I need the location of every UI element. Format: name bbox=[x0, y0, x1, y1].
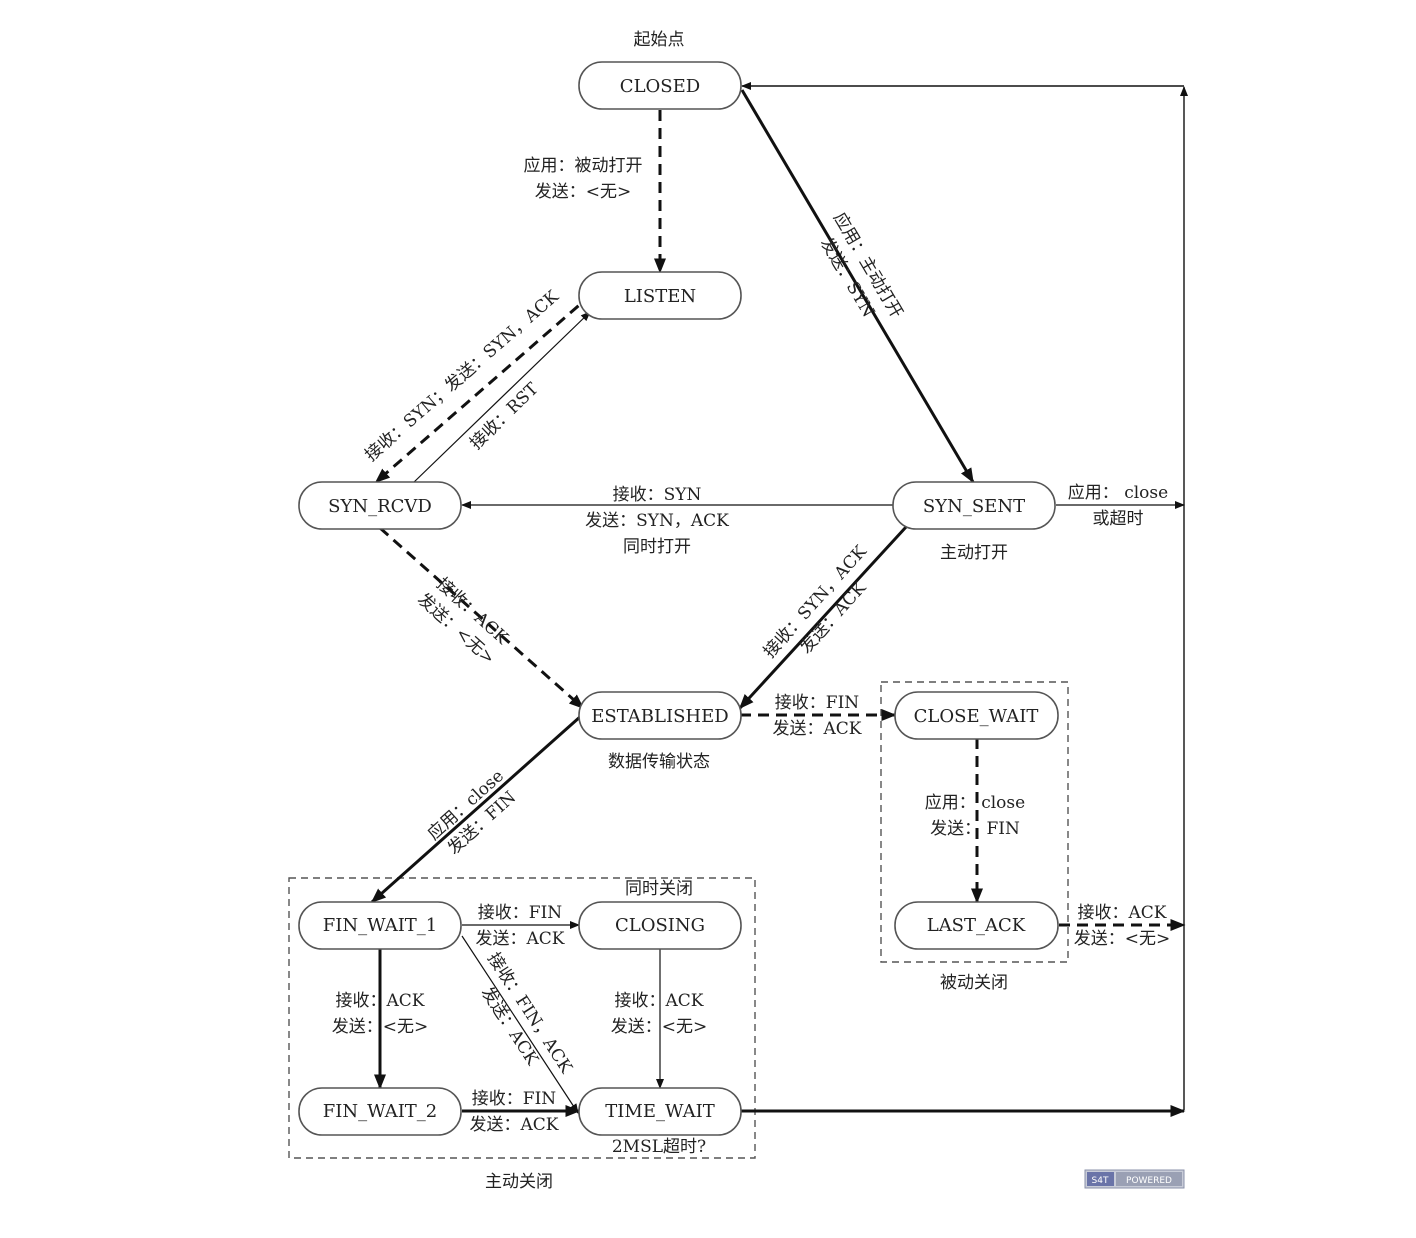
state-closed: CLOSED bbox=[578, 61, 742, 110]
listen-to-synrcvd-arrow bbox=[374, 292, 593, 484]
label-synsent-synrcvd-2: 发送：SYN，ACK bbox=[585, 511, 729, 531]
note-passive-close: 被动关闭 bbox=[940, 973, 1008, 993]
state-syn-sent-label: SYN_SENT bbox=[923, 496, 1025, 517]
state-last-ack-label: LAST_ACK bbox=[927, 915, 1026, 936]
state-listen-label: LISTEN bbox=[624, 286, 696, 307]
state-syn-rcvd: SYN_RCVD bbox=[298, 481, 462, 530]
label-closing-timewait-2: 发送：<无> bbox=[611, 1017, 708, 1037]
label-synrcvd-listen-1: 接收：RST bbox=[466, 379, 543, 454]
state-time-wait-label: TIME_WAIT bbox=[605, 1101, 714, 1122]
state-last-ack: LAST_ACK bbox=[894, 901, 1059, 950]
note-start: 起始点 bbox=[634, 30, 685, 50]
finwait1-to-timewait-arrow bbox=[461, 935, 579, 1114]
label-synsent-synrcvd-3: 同时打开 bbox=[623, 537, 691, 557]
label-lastack-closed-2: 发送：<无> bbox=[1074, 929, 1171, 949]
badge-right-text: POWERED bbox=[1126, 1176, 1172, 1186]
state-syn-sent: SYN_SENT bbox=[892, 481, 1056, 530]
label-synsent-close-1: 应用： close bbox=[1068, 483, 1168, 503]
state-close-wait: CLOSE_WAIT bbox=[894, 691, 1059, 740]
label-closing-timewait-1: 接收：ACK bbox=[615, 991, 704, 1011]
return-to-closed-bus bbox=[741, 82, 1188, 1110]
badge-left-text: S4T bbox=[1092, 1176, 1109, 1186]
synrcvd-to-established-arrow bbox=[379, 526, 585, 710]
label-finwait2-timewait-1: 接收：FIN bbox=[472, 1089, 557, 1109]
synrcvd-to-listen-arrow bbox=[411, 311, 591, 485]
established-to-finwait1-arrow bbox=[370, 714, 582, 904]
label-synsent-synrcvd-1: 接收：SYN bbox=[613, 485, 702, 505]
synsent-to-established-arrow bbox=[738, 525, 908, 710]
label-finwait1-closing-2: 发送：ACK bbox=[476, 929, 565, 949]
label-est-closewait-1: 接收：FIN bbox=[775, 693, 860, 713]
label-finwait1-finwait2-1: 接收：ACK bbox=[336, 991, 425, 1011]
note-msl-timeout: 2MSL超时? bbox=[612, 1137, 706, 1157]
passive-close-group bbox=[880, 681, 1069, 963]
note-simultaneous-close: 同时关闭 bbox=[625, 879, 693, 899]
label-closed-listen-2: 发送：<无> bbox=[535, 182, 632, 202]
label-closewait-lastack-2: 发送： FIN bbox=[930, 819, 1020, 839]
state-closing-label: CLOSING bbox=[615, 915, 705, 936]
state-closed-label: CLOSED bbox=[620, 76, 700, 97]
label-finwait2-timewait-2: 发送：ACK bbox=[470, 1115, 559, 1135]
label-closed-listen-1: 应用：被动打开 bbox=[524, 156, 643, 176]
closed-to-synsent-arrow bbox=[740, 89, 975, 484]
label-group-synrcvd-est: 接收：ACK 发送：<无> bbox=[413, 574, 512, 669]
note-data-transfer: 数据传输状态 bbox=[608, 752, 710, 772]
state-syn-rcvd-label: SYN_RCVD bbox=[328, 496, 432, 517]
label-group-listen-synrcvd: 接收：SYN；发送：SYN，ACK bbox=[361, 287, 563, 466]
label-closewait-lastack-1: 应用： close bbox=[925, 793, 1025, 813]
state-fin-wait-1: FIN_WAIT_1 bbox=[298, 901, 462, 950]
active-close-group bbox=[288, 877, 756, 1159]
label-finwait1-finwait2-2: 发送：<无> bbox=[332, 1017, 429, 1037]
state-established: ESTABLISHED bbox=[578, 691, 742, 740]
label-est-closewait-2: 发送：ACK bbox=[773, 719, 862, 739]
state-closing: CLOSING bbox=[578, 901, 742, 950]
state-close-wait-label: CLOSE_WAIT bbox=[914, 706, 1039, 727]
state-fin-wait-2-label: FIN_WAIT_2 bbox=[323, 1101, 438, 1122]
label-group-finwait1-timewait: 接收：FIN，ACK 发送：ACK bbox=[477, 949, 576, 1077]
state-fin-wait-1-label: FIN_WAIT_1 bbox=[323, 915, 438, 936]
label-finwait1-closing-1: 接收：FIN bbox=[478, 903, 563, 923]
note-active-close: 主动关闭 bbox=[485, 1172, 553, 1192]
label-lastack-closed-1: 接收：ACK bbox=[1078, 903, 1167, 923]
label-synsent-close-2: 或超时 bbox=[1093, 509, 1144, 529]
state-established-label: ESTABLISHED bbox=[591, 706, 728, 727]
state-fin-wait-2: FIN_WAIT_2 bbox=[298, 1087, 462, 1136]
note-active-open: 主动打开 bbox=[940, 543, 1008, 563]
state-listen: LISTEN bbox=[578, 271, 742, 320]
label-group-synsent-est: 接收：SYN，ACK 发送：ACK bbox=[760, 542, 871, 662]
label-listen-synrcvd-1: 接收：SYN；发送：SYN，ACK bbox=[361, 287, 563, 466]
label-group-synrcvd-listen: 接收：RST bbox=[466, 379, 543, 454]
powered-badge: S4T POWERED bbox=[1084, 1169, 1185, 1189]
state-time-wait: TIME_WAIT bbox=[578, 1087, 742, 1136]
